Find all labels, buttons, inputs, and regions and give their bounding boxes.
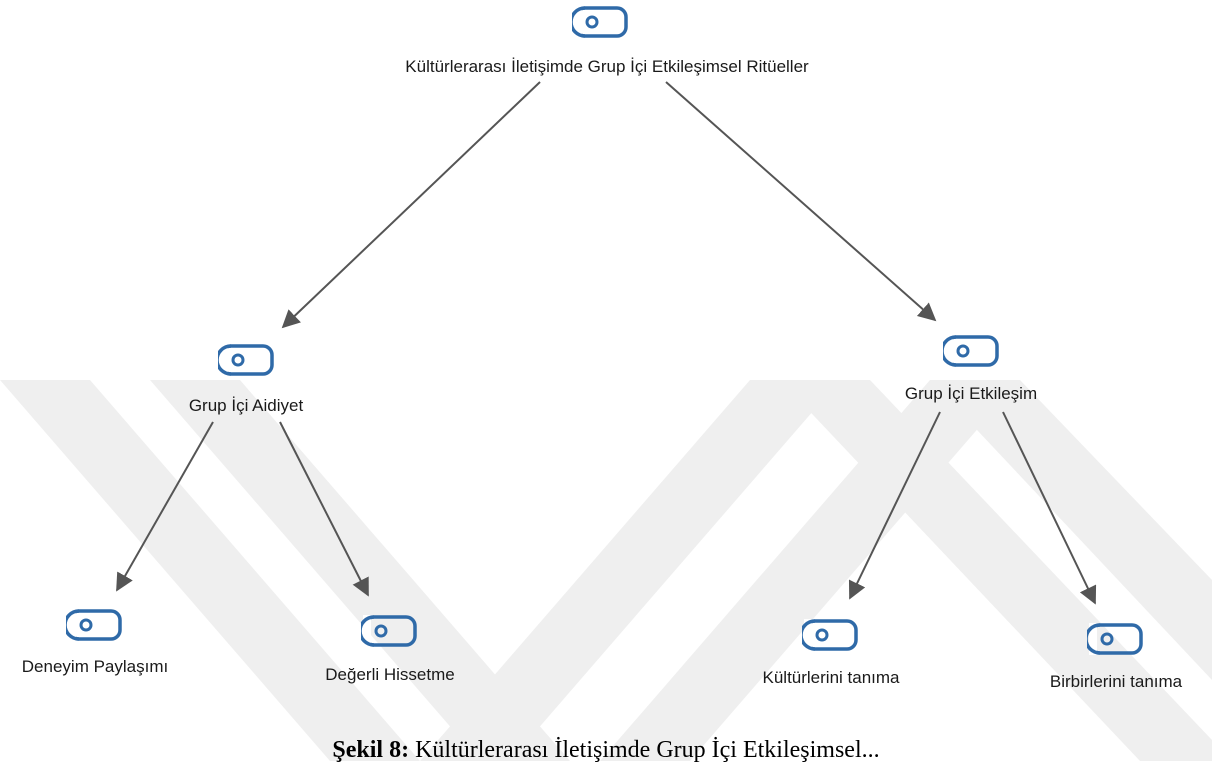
tag-icon	[943, 335, 999, 367]
node-label-birbirleri: Birbirlerini tanıma	[1049, 672, 1183, 691]
edge-aidiyet-degerli	[279, 421, 369, 597]
tag-icon	[1087, 623, 1143, 655]
edge-root-aidiyet	[281, 81, 541, 329]
edge-etkilesim-kulturler	[848, 411, 941, 600]
node-label-root: Kültürlerarası İletişimde Grup İçi Etkil…	[405, 57, 809, 76]
tag-icon	[802, 619, 858, 651]
node-label-kulturler: Kültürlerini tanıma	[762, 668, 900, 687]
tag-icon	[66, 609, 122, 641]
tag-icon	[572, 6, 628, 38]
edge-etkilesim-birbirleri	[1002, 411, 1097, 605]
tag-icon	[361, 615, 417, 647]
caption-text: Kültürlerarası İletişimde Grup İçi Etkil…	[415, 737, 880, 763]
node-label-etkilesim: Grup İçi Etkileşim	[904, 384, 1038, 403]
caption-label: Şekil 8:	[332, 737, 410, 763]
edge-root-etkilesim	[665, 81, 937, 322]
node-label-aidiyet: Grup İçi Aidiyet	[188, 396, 304, 415]
node-label-deneyim: Deneyim Paylaşımı	[21, 657, 169, 676]
edge-aidiyet-deneyim	[116, 421, 214, 592]
node-label-degerli: Değerli Hissetme	[325, 665, 455, 684]
tag-icon	[218, 344, 274, 376]
figure-caption: Şekil 8: Kültürlerarası İletişimde Grup …	[332, 737, 879, 764]
